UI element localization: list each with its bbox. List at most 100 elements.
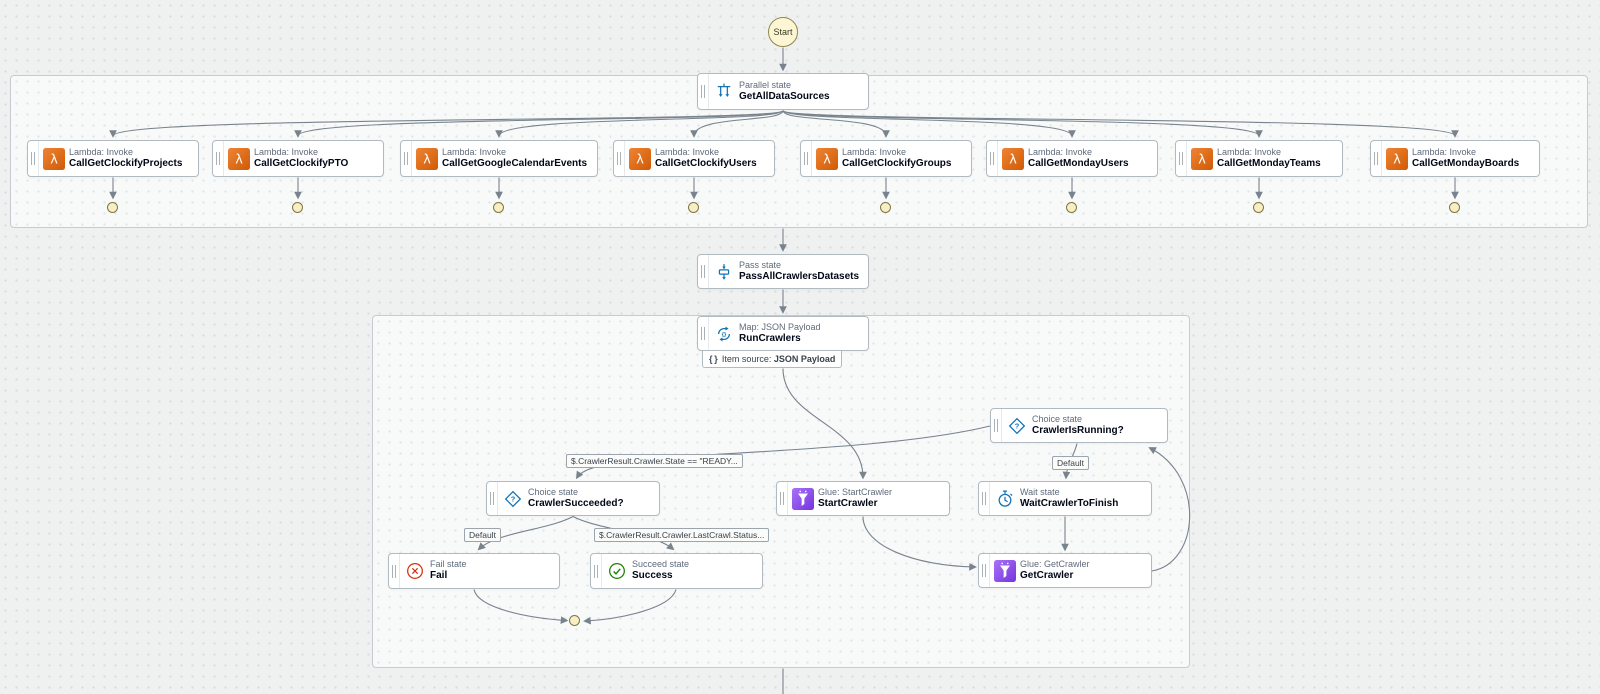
drag-handle[interactable]: [487, 482, 498, 515]
drag-handle[interactable]: [698, 74, 709, 109]
drag-handle[interactable]: [987, 141, 998, 176]
state-name: CallGetMondayTeams: [1217, 157, 1321, 169]
state-type-label: Glue: StartCrawler: [818, 486, 893, 497]
drag-handle[interactable]: [979, 482, 990, 515]
state-type-label: Succeed state: [632, 559, 690, 570]
drag-handle[interactable]: [213, 141, 224, 176]
drag-handle[interactable]: [401, 141, 412, 176]
state-name: GetCrawler: [1020, 569, 1074, 581]
edge-label-ready-condition: $.CrawlerResult.Crawler.State == "READY.…: [566, 454, 743, 468]
state-node-startcrawler[interactable]: Glue: StartCrawler StartCrawler: [776, 481, 950, 516]
drag-handle[interactable]: [591, 554, 602, 588]
drag-handle[interactable]: [1371, 141, 1382, 176]
state-name: Fail: [430, 570, 448, 582]
state-node-fail[interactable]: Fail state Fail: [388, 553, 560, 589]
state-name: CallGetMondayBoards: [1412, 157, 1520, 169]
branch-end-circle: [493, 202, 504, 213]
branch-end-circle: [292, 202, 303, 213]
state-type-label: Lambda: Invoke: [442, 146, 507, 157]
state-node-success[interactable]: Succeed state Success: [590, 553, 763, 589]
state-type-label: Glue: GetCrawler: [1020, 558, 1090, 569]
lambda-icon: [816, 148, 838, 170]
branch-end-circle: [688, 202, 699, 213]
state-node-passallcrawlersdatasets[interactable]: Pass state PassAllCrawlersDatasets: [697, 254, 869, 289]
succeed-icon: [606, 560, 628, 582]
lambda-icon: [43, 148, 65, 170]
state-type-label: Lambda: Invoke: [1217, 146, 1282, 157]
drag-handle[interactable]: [801, 141, 812, 176]
state-node-crawlersucceeded[interactable]: Choice state CrawlerSucceeded?: [486, 481, 660, 516]
map-state-icon: [713, 323, 735, 345]
choice-state-icon: [1006, 415, 1028, 437]
lambda-icon: [1002, 148, 1024, 170]
drag-handle[interactable]: [614, 141, 625, 176]
drag-handle[interactable]: [698, 317, 709, 350]
state-name: CallGetClockifyPTO: [254, 157, 349, 169]
state-type-label: Fail state: [430, 559, 467, 570]
drag-handle[interactable]: [698, 255, 709, 288]
drag-handle[interactable]: [777, 482, 788, 515]
state-node-waitcrawlertofinish[interactable]: Wait state WaitCrawlerToFinish: [978, 481, 1152, 516]
drag-handle[interactable]: [1176, 141, 1187, 176]
state-name: CallGetGoogleCalendarEvents: [442, 157, 588, 169]
lambda-icon: [1191, 148, 1213, 170]
branch-end-circle: [880, 202, 891, 213]
state-node-callgetmondayusers[interactable]: Lambda: Invoke CallGetMondayUsers: [986, 140, 1158, 177]
start-circle: Start: [768, 17, 798, 47]
state-node-callgetgooglecalendarevents[interactable]: Lambda: Invoke CallGetGoogleCalendarEven…: [400, 140, 598, 177]
branch-end-circle: [1253, 202, 1264, 213]
item-source-text: Item source: JSON Payload: [721, 354, 836, 364]
state-type-label: Lambda: Invoke: [1028, 146, 1093, 157]
lambda-icon: [228, 148, 250, 170]
state-name: CrawlerSucceeded?: [528, 497, 624, 509]
state-node-callgetmondayteams[interactable]: Lambda: Invoke CallGetMondayTeams: [1175, 140, 1343, 177]
state-type-label: Lambda: Invoke: [69, 146, 134, 157]
edge-label-default: Default: [1052, 456, 1089, 470]
braces-icon: { }: [709, 354, 718, 364]
state-name: CrawlerIsRunning?: [1032, 424, 1124, 436]
drag-handle[interactable]: [979, 554, 990, 587]
pass-state-icon: [713, 261, 735, 283]
map-item-source[interactable]: { } Item source: JSON Payload: [702, 351, 843, 368]
fail-icon: [404, 560, 426, 582]
state-node-callgetclockifyusers[interactable]: Lambda: Invoke CallGetClockifyUsers: [613, 140, 775, 177]
state-node-callgetclockifyprojects[interactable]: Lambda: Invoke CallGetClockifyProjects: [27, 140, 199, 177]
state-type-label: Parallel state: [739, 79, 792, 90]
state-node-callgetclockifygroups[interactable]: Lambda: Invoke CallGetClockifyGroups: [800, 140, 972, 177]
branch-end-circle: [107, 202, 118, 213]
lambda-icon: [1386, 148, 1408, 170]
state-type-label: Lambda: Invoke: [254, 146, 319, 157]
branch-end-circle: [1066, 202, 1077, 213]
state-node-runcrawlers[interactable]: Map: JSON Payload RunCrawlers: [697, 316, 869, 351]
state-name: PassAllCrawlersDatasets: [739, 270, 860, 282]
drag-handle[interactable]: [991, 409, 1002, 442]
drag-handle[interactable]: [28, 141, 39, 176]
state-name: Success: [632, 570, 673, 582]
glue-icon: [994, 560, 1016, 582]
choice-state-icon: [502, 488, 524, 510]
edge-label-default: Default: [464, 528, 501, 542]
state-name: CallGetMondayUsers: [1028, 157, 1129, 169]
state-node-getcrawler[interactable]: Glue: GetCrawler GetCrawler: [978, 553, 1152, 588]
state-node-crawlerisrunning[interactable]: Choice state CrawlerIsRunning?: [990, 408, 1168, 443]
glue-icon: [792, 488, 814, 510]
state-node-callgetclockifypto[interactable]: Lambda: Invoke CallGetClockifyPTO: [212, 140, 384, 177]
branch-end-circle: [1449, 202, 1460, 213]
state-type-label: Pass state: [739, 259, 782, 270]
lambda-icon: [416, 148, 438, 170]
state-name: CallGetClockifyUsers: [655, 157, 757, 169]
lambda-icon: [629, 148, 651, 170]
state-name: CallGetClockifyProjects: [69, 157, 183, 169]
state-node-callgetmondayboards[interactable]: Lambda: Invoke CallGetMondayBoards: [1370, 140, 1540, 177]
state-type-label: Lambda: Invoke: [842, 146, 907, 157]
state-type-label: Lambda: Invoke: [1412, 146, 1477, 157]
state-node-getalldatasources[interactable]: Parallel state GetAllDataSources: [697, 73, 869, 110]
state-name: RunCrawlers: [739, 332, 801, 344]
state-type-label: Wait state: [1020, 486, 1060, 497]
state-name: GetAllDataSources: [739, 90, 830, 102]
state-type-label: Lambda: Invoke: [655, 146, 720, 157]
drag-handle[interactable]: [389, 554, 400, 588]
state-name: CallGetClockifyGroups: [842, 157, 952, 169]
wait-state-icon: [994, 488, 1016, 510]
state-name: StartCrawler: [818, 497, 878, 509]
